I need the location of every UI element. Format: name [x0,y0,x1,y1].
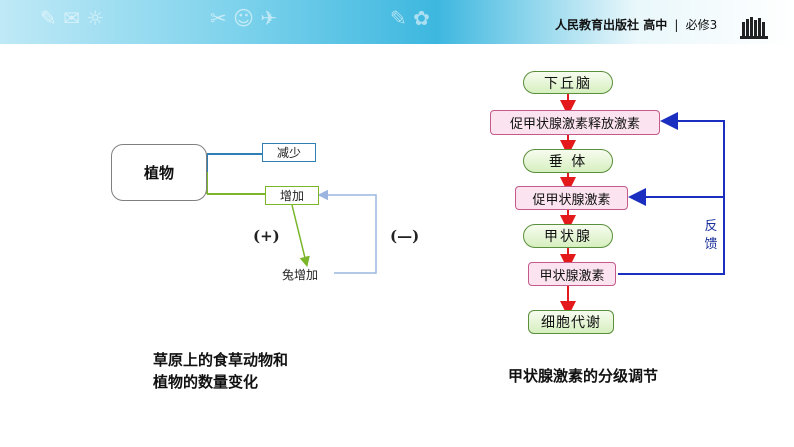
separator: | [674,18,679,32]
rabbit-feedback-line [317,189,377,274]
doodle-icon: ✎ ✿ [390,6,430,30]
left-caption-line1: 草原上的食草动物和 [153,351,289,369]
pituitary-node: 垂 体 [523,149,613,173]
doodle-icon: ✎ ✉ ☼ [40,6,105,30]
books-logo-icon [740,17,768,39]
negative-feedback-lines [618,112,725,275]
positive-sign: (+) [253,227,280,245]
increase-node: 增加 [265,186,319,205]
plant-branch-connector [206,153,265,195]
feedback-label: 反馈 [704,219,718,252]
decrease-node: 减少 [262,143,316,162]
increase-to-rabbit-arrow [291,204,310,268]
thyroid-hormone-node: 甲状腺激素 [528,262,616,286]
tsh-node: 促甲状腺激素 [515,186,628,210]
publisher-brand: 人民教育出版社 高中 | 必修3 [555,16,717,33]
header-banner: ✎ ✉ ☼ ✂ ☺ ✈ ✎ ✿ [0,0,794,44]
rabbit-increase-node: 兔增加 [281,267,318,282]
trh-node: 促甲状腺激素释放激素 [490,110,660,135]
metabolism-node: 细胞代谢 [528,310,614,334]
negative-sign: (—) [390,227,420,245]
right-caption: 甲状腺激素的分级调节 [508,367,659,385]
publisher-name: 人民教育出版社 [555,18,640,32]
plant-node: 植物 [111,144,207,201]
hypothalamus-node: 下丘脑 [523,71,613,94]
level-label: 高中 [643,18,668,32]
course-label: 必修3 [685,18,718,32]
thyroid-node: 甲状腺 [523,224,613,248]
left-caption-line2: 植物的数量变化 [153,373,259,391]
doodle-icon: ✂ ☺ ✈ [210,6,278,30]
